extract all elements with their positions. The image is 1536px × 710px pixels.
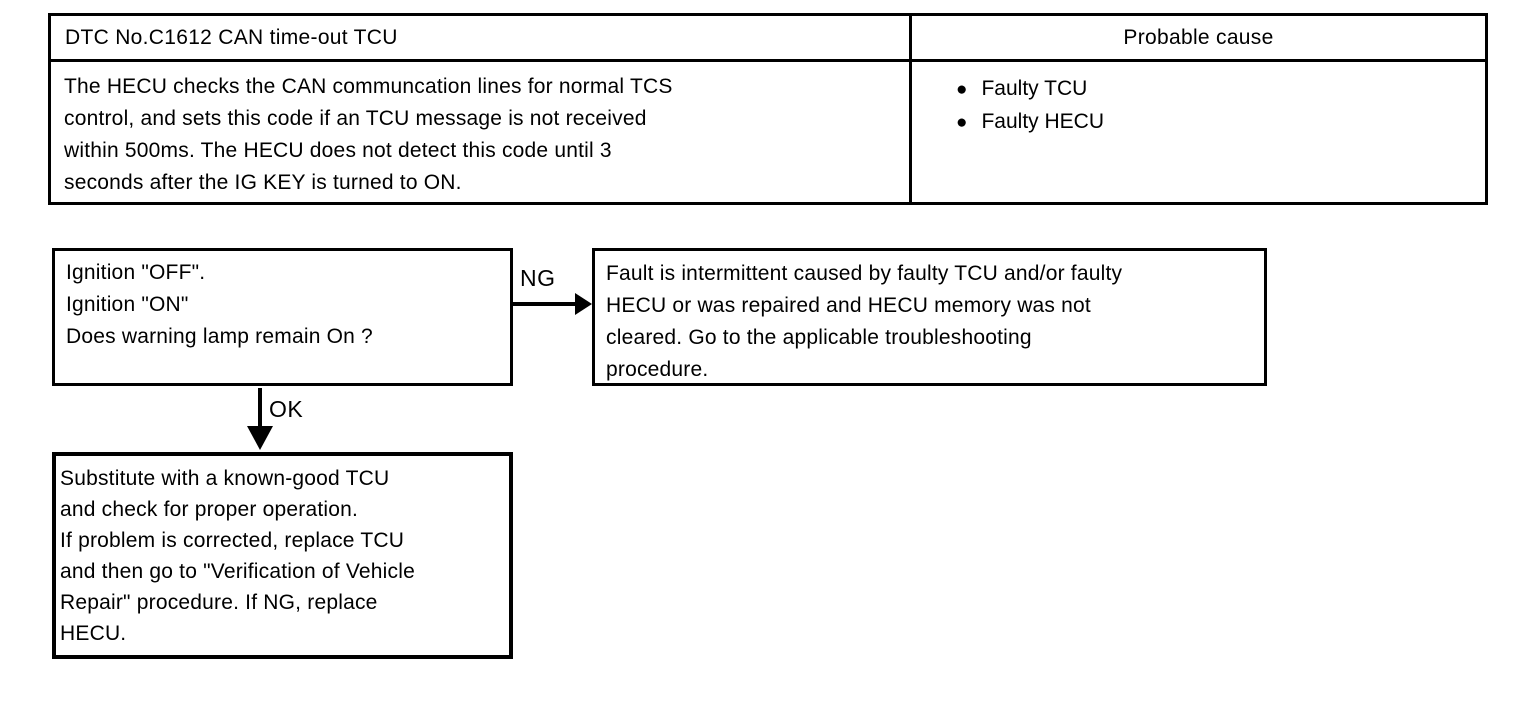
bullet-icon: ● bbox=[956, 112, 968, 133]
ng-arrow-head-icon bbox=[575, 293, 592, 315]
cause-label: Faulty TCU bbox=[981, 77, 1088, 100]
flowchart-check-box: Ignition "OFF". Ignition "ON" Does warni… bbox=[52, 248, 513, 386]
dtc-description: The HECU checks the CAN communcation lin… bbox=[51, 62, 912, 202]
cause-label: Faulty HECU bbox=[981, 110, 1105, 133]
probable-cause-header: Probable cause bbox=[912, 16, 1485, 62]
cause-list-item: ● Faulty TCU bbox=[956, 73, 1475, 106]
ok-arrow-label: OK bbox=[269, 396, 304, 422]
bullet-icon: ● bbox=[956, 79, 968, 100]
ng-arrow-line bbox=[513, 302, 577, 306]
probable-cause-list: ● Faulty TCU ● Faulty HECU bbox=[912, 62, 1485, 202]
dtc-table: DTC No.C1612 CAN time-out TCU Probable c… bbox=[48, 13, 1488, 205]
dtc-title: DTC No.C1612 CAN time-out TCU bbox=[51, 16, 912, 62]
ng-arrow-label: NG bbox=[520, 265, 556, 291]
flowchart-ok-result-box: Substitute with a known-good TCU and che… bbox=[52, 452, 513, 659]
flowchart-ng-result-box: Fault is intermittent caused by faulty T… bbox=[592, 248, 1267, 386]
cause-list-item: ● Faulty HECU bbox=[956, 106, 1475, 139]
ok-arrow-head-icon bbox=[247, 426, 273, 450]
ok-arrow-line bbox=[258, 388, 262, 428]
